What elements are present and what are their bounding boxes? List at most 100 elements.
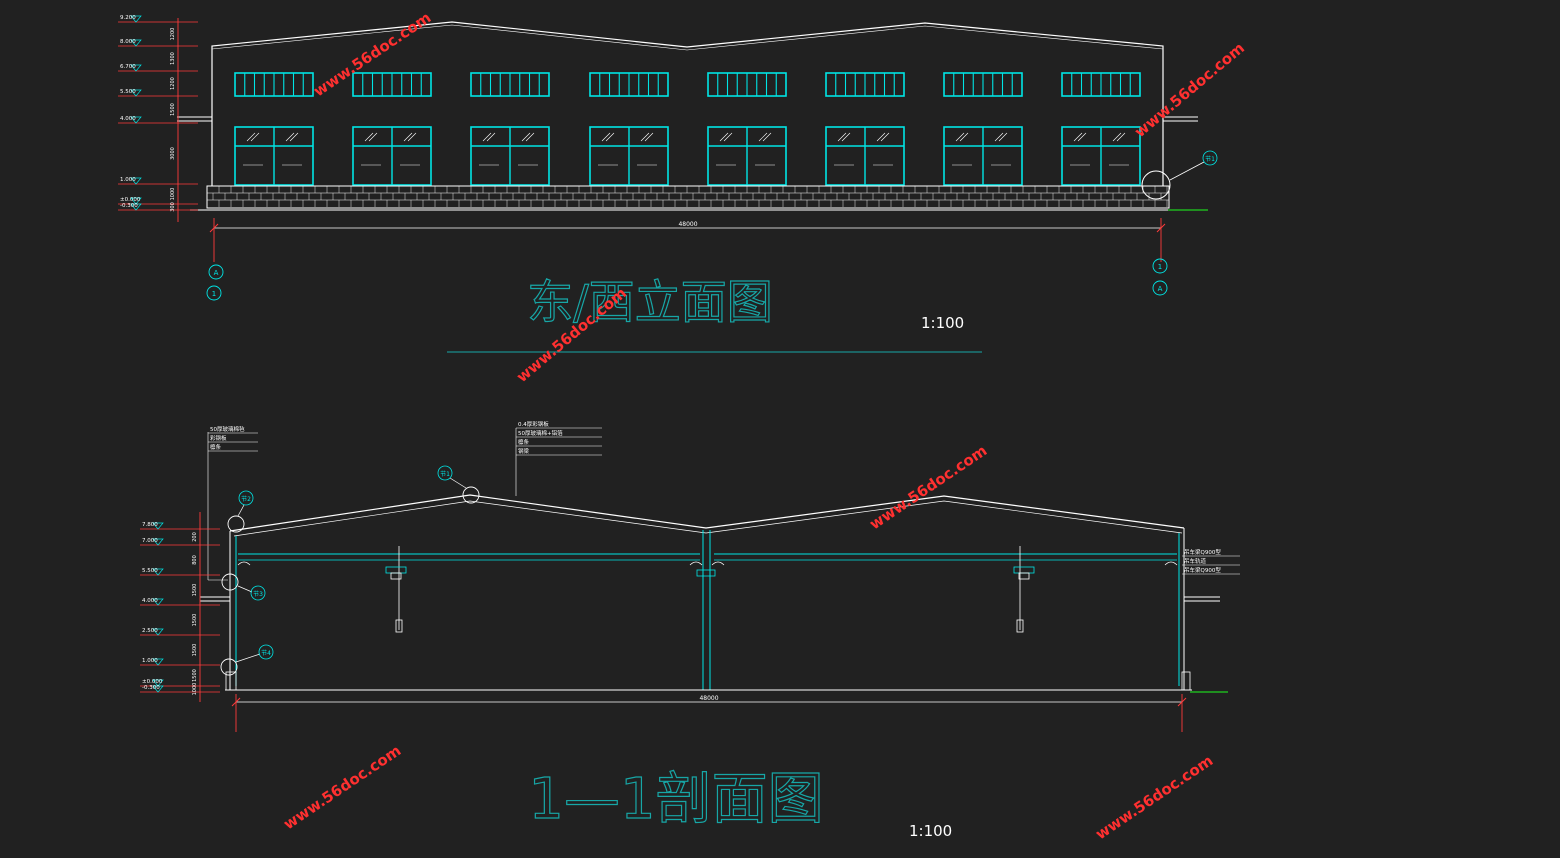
elevation-level-label: 8.000 [120, 39, 136, 45]
glazing-hatch [1112, 132, 1122, 142]
glazing-hatch [1077, 132, 1087, 142]
section-detail-leader-base [235, 653, 261, 663]
section-detail-callout-base [220, 658, 238, 676]
section-roof-inner [233, 500, 1183, 537]
elevation-level-label: 1.000 [120, 177, 136, 183]
watermark-4: www.56doc.com [866, 441, 990, 533]
section-level-label: 7.800 [142, 522, 158, 528]
section-crane-hoist-left [385, 546, 407, 633]
glazing-hatch [758, 132, 768, 142]
glazing-hatch [285, 132, 295, 142]
elevation-axis-label-right-2: A [1158, 285, 1163, 293]
section-level-triangle [152, 658, 164, 666]
elevation-level-triangle [130, 39, 142, 47]
glazing-hatch [994, 132, 1004, 142]
section-level-triangle [152, 568, 164, 576]
elevation-level-triangle [130, 197, 142, 205]
watermark-2: www.56doc.com [1131, 39, 1248, 141]
section-detail-callout-canopy [221, 573, 239, 591]
section-right-note: 50厚玻璃棉+铝箔 [518, 429, 563, 437]
section-level-label: 5.500 [142, 568, 158, 574]
elevation-title: 东/西立面图 [527, 275, 773, 329]
section-notes: 50厚玻璃棉毡彩钢板檩条0.4厚彩钢板50厚玻璃棉+铝箔檩条钢梁吊车梁Q900型… [208, 420, 1240, 575]
section-detail-leader-ridge [449, 477, 467, 489]
glazing-hatch [644, 132, 654, 142]
section-level-label: -0.300 [142, 685, 160, 691]
glazing-hatch [521, 132, 531, 142]
watermark-5: www.56doc.com [280, 741, 404, 833]
section-far-right-note: 吊车轨道 [1184, 557, 1207, 565]
window-bay-7 [943, 72, 1023, 186]
section-mid-bracket [696, 569, 716, 577]
section-level-dimension: 1500 [192, 669, 198, 682]
elevation-level-label: 6.700 [120, 64, 136, 70]
elevation-roof-inner [211, 24, 1164, 51]
watermarks: www.56doc.com www.56doc.com www.56doc.co… [280, 8, 1248, 843]
glazing-hatch [289, 132, 299, 142]
elevation-level-triangle [130, 203, 142, 211]
elevation-level-triangle [130, 177, 142, 185]
elevation-detail-callout [1141, 170, 1171, 200]
section-title: 1—1剖面图 [528, 767, 823, 832]
elevation-level-dimension: 1000 [170, 188, 176, 201]
elevation-dim-tick-left [209, 223, 219, 233]
section-left-note: 50厚玻璃棉毡 [210, 425, 245, 433]
glazing-hatch [998, 132, 1008, 142]
elevation-axis-bubble-right-2 [1152, 280, 1168, 296]
section-level-label: 1.000 [142, 658, 158, 664]
elevation-axis-label-left-2: 1 [212, 290, 216, 298]
elevation-axis-bubble-right-1 [1152, 258, 1168, 274]
section-level-triangle [152, 679, 164, 687]
elevation-level-label: 4.000 [120, 116, 136, 122]
section-level-label: ±0.000 [142, 679, 163, 685]
section-left-note: 彩钢板 [210, 434, 227, 442]
glazing-hatch [605, 132, 615, 142]
glazing-hatch [876, 132, 886, 142]
section-dim-tick-left [231, 697, 241, 707]
elevation-level-dimension: 1200 [170, 28, 176, 41]
glazing-hatch [246, 132, 256, 142]
window-bay-5 [707, 72, 787, 186]
elevation-level-triangle [130, 64, 142, 72]
elevation-level-dimension: 300 [170, 202, 176, 212]
glazing-hatch [837, 132, 847, 142]
elevation-level-dimension: 1300 [170, 52, 176, 65]
elevation-view: 节1 48000 A 1 1 A 9.2008.0006.7005.5004.0… [118, 15, 1218, 353]
section-level-label: 7.000 [142, 538, 158, 544]
elevation-level-marks: 9.2008.0006.7005.5004.0001.000±0.000-0.3… [118, 15, 198, 222]
section-level-marks: 7.8007.0005.5004.0002.5001.000±0.000-0.3… [140, 512, 220, 702]
elevation-axis-bubble-left-2 [206, 285, 222, 301]
section-scale: 1:100 [909, 822, 952, 840]
section-right-note: 钢梁 [518, 447, 530, 455]
elevation-level-label: 9.200 [120, 15, 136, 21]
elevation-plinth [206, 185, 1170, 209]
elevation-detail-leader [1169, 161, 1205, 181]
glazing-hatch [959, 132, 969, 142]
section-roof-outer [229, 494, 1185, 532]
elevation-brick-pattern [206, 186, 1169, 207]
glazing-hatch [368, 132, 378, 142]
section-detail-tag-circle-4 [258, 644, 274, 660]
section-view: 48000 节1 节2 节3 节4 50厚玻璃棉毡彩钢板檩条0.4厚彩钢板50厚… [140, 420, 1240, 840]
glazing-hatch [1073, 132, 1083, 142]
glazing-hatch [403, 132, 413, 142]
section-corbel-3 [1164, 561, 1178, 566]
elevation-level-triangle [130, 15, 142, 23]
elevation-level-label: 5.500 [120, 89, 136, 95]
glazing-hatch [250, 132, 260, 142]
elevation-detail-tag-circle [1202, 150, 1218, 166]
section-far-right-note: 吊车梁Q900型 [1184, 548, 1221, 556]
section-detail-leader-eave [237, 504, 245, 517]
section-level-label: 4.000 [142, 598, 158, 604]
window-bay-3 [470, 72, 550, 186]
section-level-dimension: 1500 [192, 644, 198, 657]
elevation-level-dimension: 1500 [170, 103, 176, 116]
section-right-note: 檩条 [518, 438, 530, 446]
section-detail-tag-1: 节1 [440, 470, 450, 478]
glazing-hatch [640, 132, 650, 142]
window-bay-2 [352, 72, 432, 186]
section-level-triangle [152, 538, 164, 546]
section-left-note: 檩条 [210, 443, 222, 451]
elevation-level-dimension: 3000 [170, 147, 176, 160]
elevation-roof-outline [211, 21, 1164, 186]
